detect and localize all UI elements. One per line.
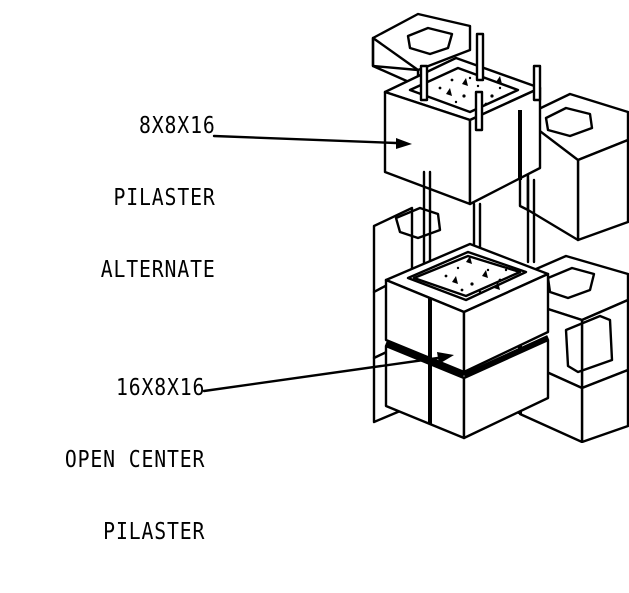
- upper-pilaster-block: [383, 56, 542, 206]
- label-bottom-line3: PILASTER: [102, 519, 205, 545]
- leader-bottom: [202, 352, 454, 393]
- label-open-center-pilaster: 16X8X16 OPEN CENTER PILASTER: [65, 328, 205, 592]
- upper-right-block: [518, 92, 629, 242]
- label-top-line1: 8X8X16: [139, 113, 216, 139]
- label-bottom-line1: 16X8X16: [115, 375, 205, 401]
- upper-grout-fill: [438, 76, 502, 106]
- label-pilaster-alternate: 8X8X16 PILASTER ALTERNATE: [101, 66, 216, 330]
- pilaster-detail-diagram: 8X8X16 PILASTER ALTERNATE 16X8X16 OPEN C…: [65, 12, 629, 544]
- lower-grout-fill: [444, 256, 508, 294]
- lower-pilaster-block: [384, 242, 550, 440]
- label-top-line2: PILASTER: [113, 185, 216, 211]
- leader-top: [212, 134, 412, 149]
- label-bottom-line2: OPEN CENTER: [64, 447, 205, 473]
- pilaster-drawing: [202, 12, 629, 443]
- label-top-line3: ALTERNATE: [101, 257, 216, 283]
